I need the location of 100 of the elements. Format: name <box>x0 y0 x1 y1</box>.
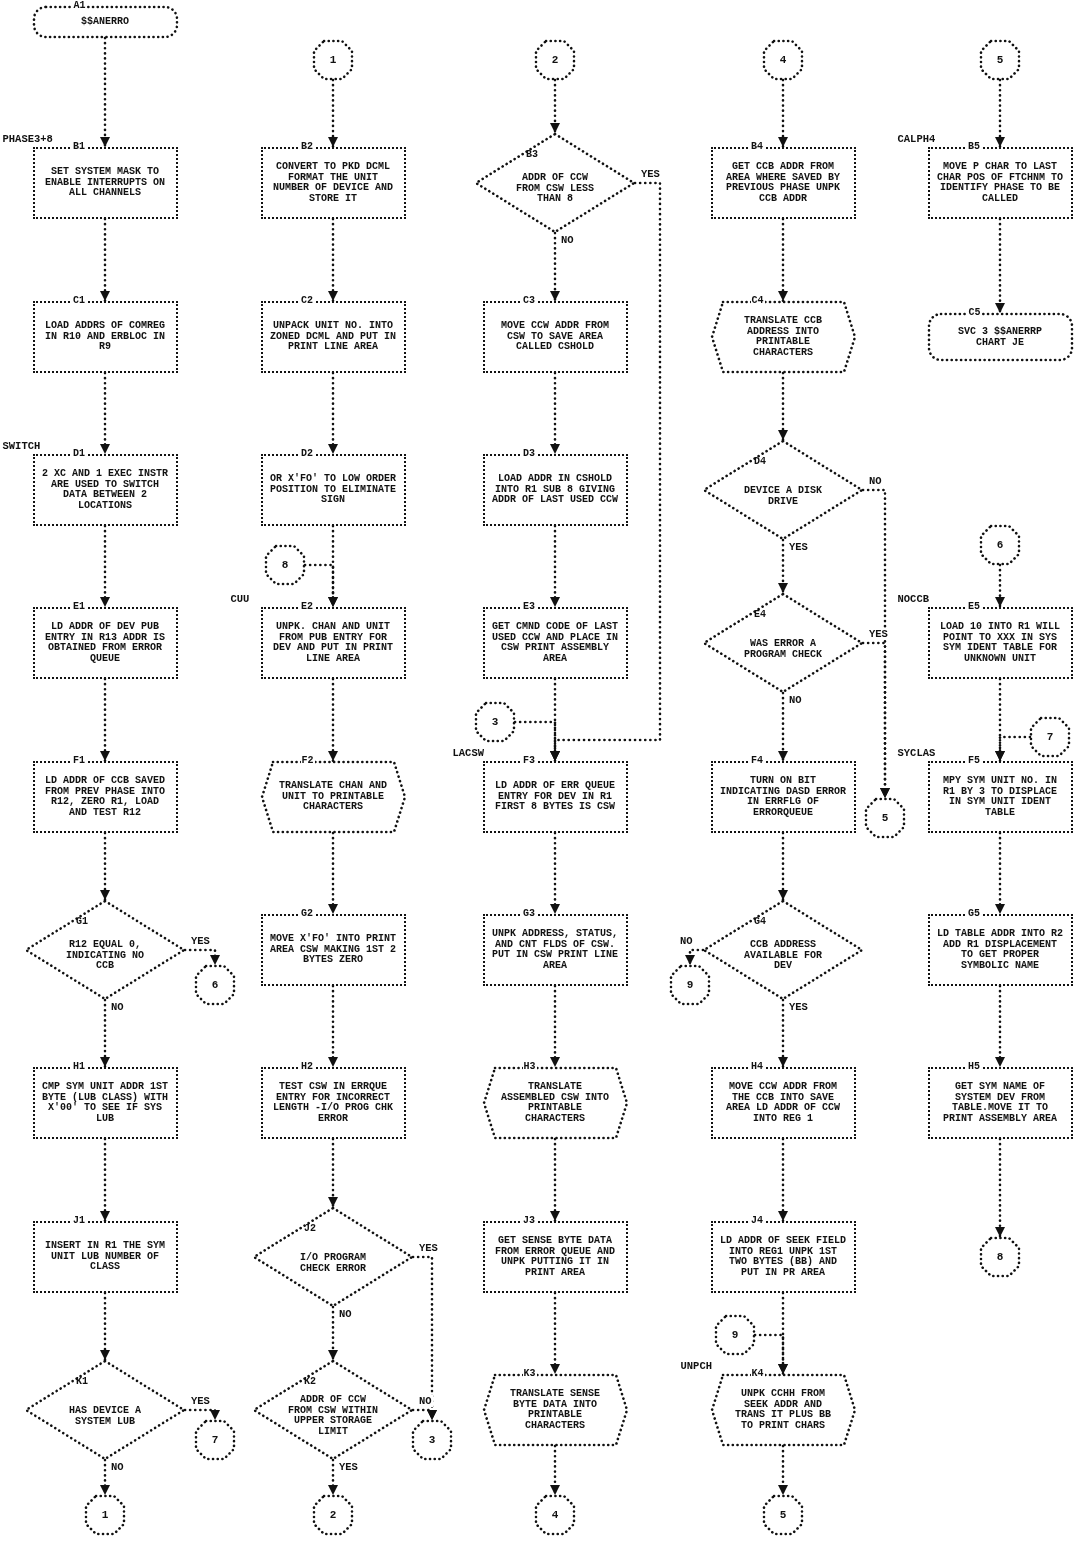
flow-arrow <box>328 217 338 303</box>
connector-symbol <box>313 1495 353 1535</box>
step-text: SET SYSTEM MASK TO ENABLE INTERRUPTS ON ALL CHANNELS <box>44 167 166 199</box>
step-text: 2 XC AND 1 EXEC INSTR ARE USED TO SWITCH DATA BETWEEN 2 LOCATIONS <box>41 469 169 511</box>
step-text: LD ADDR OF DEV PUB ENTRY IN R13 ADDR IS OBTAINED FROM ERROR QUEUE <box>44 622 166 664</box>
step-text: SVC 3 $$ANERRP CHART JE <box>957 326 1043 348</box>
edge-label: YES <box>788 541 809 553</box>
step-text: TURN ON BIT INDICATING DASD ERROR IN ERRFLG OF ERRORQUEUE <box>719 776 847 818</box>
edge-label: YES <box>868 628 889 640</box>
step-text: OR X'FO' TO LOW ORDER POSITION TO ELIMINATE SIGN <box>269 474 397 506</box>
flow-arrow <box>778 538 788 595</box>
step-id: E2 <box>300 600 314 612</box>
step-text: I/O PROGRAM CHECK ERROR <box>299 1252 367 1274</box>
flow-arrow <box>550 984 560 1069</box>
connector-number: 5 <box>779 1509 787 1521</box>
flow-arrow <box>303 563 338 609</box>
flow-arrow <box>995 217 1005 315</box>
flow-arrow <box>778 831 788 902</box>
step-id: K3 <box>522 1368 537 1379</box>
connector-symbol <box>763 40 803 80</box>
flow-arrow <box>861 641 890 800</box>
decision-diamond <box>703 440 863 540</box>
flow-arrow <box>550 371 560 456</box>
step-text: LOAD ADDRS OF COMREG IN R10 AND ERBLOC IN R9 <box>44 321 166 353</box>
flow-arrow <box>100 217 110 303</box>
step-id: K2 <box>303 1376 317 1387</box>
step-text: MOVE X'FO' INTO PRINT AREA CSW MAKING 1ST 2 BYTES ZERO <box>269 934 397 966</box>
flow-arrow <box>550 524 560 609</box>
step-text: CCB ADDRESS AVAILABLE FOR DEV <box>743 940 823 972</box>
connector-number: 4 <box>551 1509 559 1521</box>
flow-arrow <box>550 78 560 135</box>
connector-symbol <box>535 1495 575 1535</box>
step-text: HAS DEVICE A SYSTEM LUB <box>68 1405 142 1427</box>
step-text: INSERT IN R1 THE SYM UNIT LUB NUMBER OF CLASS <box>44 1241 166 1273</box>
connector-number: 1 <box>101 1509 109 1521</box>
flow-arrow <box>328 371 338 456</box>
connector-number: 5 <box>996 54 1004 66</box>
edge-label: NO <box>868 475 883 487</box>
flow-arrow <box>995 78 1005 149</box>
step-id: G2 <box>300 907 314 919</box>
connector-number: 3 <box>428 1434 436 1446</box>
step-text: TEST CSW IN ERRQUE ENTRY FOR INCORRECT LENGTH -I/O PROG CHK ERROR <box>272 1082 394 1124</box>
step-id: J4 <box>750 1214 764 1226</box>
decision-diamond <box>25 1360 185 1460</box>
step-text: TRANSLATE CHAN AND UNIT TO PRINTABLE CHARACTERS <box>278 781 388 813</box>
flow-arrow <box>550 831 560 916</box>
step-id: K4 <box>750 1368 765 1379</box>
step-id: J2 <box>303 1223 317 1234</box>
decision-diamond <box>703 593 863 693</box>
flow-arrow <box>411 1408 437 1422</box>
connector-symbol <box>265 545 305 585</box>
flow-arrow <box>778 691 788 763</box>
flow-arrow <box>100 524 110 609</box>
edge-label: YES <box>418 1242 439 1254</box>
connector-symbol <box>980 1237 1020 1277</box>
step-id: C3 <box>522 294 536 306</box>
step-id: A1 <box>72 0 87 11</box>
step-text: GET SYM NAME OF SYSTEM DEV FROM TABLE.MOVE IT TO PRINT ASSEMBLY AREA <box>942 1082 1058 1124</box>
flow-arrow <box>328 1458 338 1497</box>
connector-symbol <box>412 1420 452 1460</box>
step-text: UNPK CCHH FROM SEEK ADDR AND TRANS IT PLUS BB TO PRINT CHARS <box>734 1389 832 1431</box>
entry-label: PHASE3+8 <box>2 133 53 145</box>
connector-number: 7 <box>211 1434 219 1446</box>
flow-arrow <box>328 1137 338 1209</box>
edge-label: YES <box>190 1395 211 1407</box>
flow-arrow <box>328 677 338 763</box>
step-id: E1 <box>72 600 86 612</box>
connector-symbol <box>313 40 353 80</box>
flow-arrow <box>328 1305 338 1362</box>
step-text: CONVERT TO PKD DCML FORMAT THE UNIT NUMBER OF DEVICE AND STORE IT <box>272 162 394 204</box>
entry-label: UNPCH <box>680 1360 712 1372</box>
step-text: LD ADDR OF ERR QUEUE ENTRY FOR DEV IN R1 FIRST 8 BYTES IS CSW <box>494 781 616 813</box>
connector-number: 5 <box>881 812 889 824</box>
connector-symbol <box>475 702 515 742</box>
step-id: G4 <box>753 916 767 927</box>
step-id: F4 <box>750 754 764 766</box>
connector-symbol <box>980 40 1020 80</box>
step-text: UNPK ADDRESS, STATUS, AND CNT FLDS OF CSW. PUT IN CSW PRINT LINE AREA <box>491 929 619 971</box>
connector-symbol <box>865 798 905 838</box>
step-text: UNPK. CHAN AND UNIT FROM PUB ENTRY FOR DEV AND PUT IN PRINT LINE AREA <box>272 622 394 664</box>
edge-label: YES <box>190 935 211 947</box>
edge-label: NO <box>560 234 575 246</box>
edge-label: NO <box>110 1461 125 1473</box>
decision-diamond <box>703 900 863 1000</box>
connector-number: 8 <box>996 1251 1004 1263</box>
flow-arrow <box>100 371 110 456</box>
step-text: GET SENSE BYTE DATA FROM ERROR QUEUE AND UNPK PUTTING IT IN PRINT AREA <box>494 1236 616 1278</box>
step-id: C5 <box>967 307 982 318</box>
connector-number: 6 <box>211 979 219 991</box>
decision-diamond <box>475 133 635 233</box>
entry-label: SWITCH <box>2 440 41 452</box>
edge-label: NO <box>788 694 803 706</box>
connector-symbol <box>195 965 235 1005</box>
decision-diamond <box>25 900 185 1000</box>
step-id: B5 <box>967 140 981 152</box>
step-id: J1 <box>72 1214 86 1226</box>
flow-arrow <box>778 1444 788 1497</box>
flow-arrow <box>995 831 1005 916</box>
entry-label: CUU <box>230 593 250 605</box>
connector-number: 8 <box>281 559 289 571</box>
